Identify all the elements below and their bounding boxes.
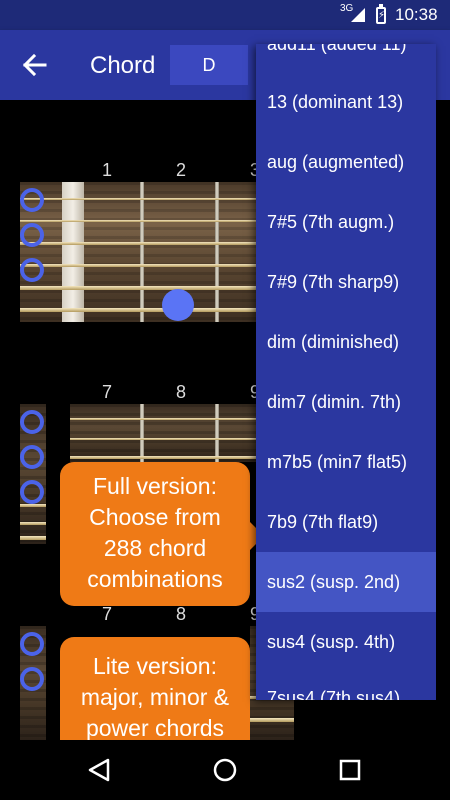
guitar-string: [20, 308, 260, 312]
open-string-marker: [20, 410, 44, 434]
open-string-marker: [20, 480, 44, 504]
callout-line: Choose from: [89, 504, 221, 530]
chord-type-option[interactable]: dim (diminished): [267, 332, 400, 352]
lite-version-callout: Lite version: major, minor & power chord…: [60, 637, 250, 757]
chord-type-option[interactable]: 7#9 (7th sharp9): [267, 272, 400, 292]
system-nav-bar: [0, 740, 450, 800]
guitar-string: [70, 438, 260, 440]
fret-number: 8: [176, 382, 187, 402]
fret-number: 9: [250, 382, 261, 402]
chord-type-option[interactable]: add11 (added 11): [267, 44, 407, 54]
chord-type-option[interactable]: sus4 (susp. 4th): [267, 632, 396, 652]
fretboard-nut: [62, 182, 84, 322]
callout-line: Lite version:: [92, 653, 217, 679]
nav-home-button[interactable]: [210, 755, 240, 785]
arrow-back-icon: [22, 53, 47, 77]
guitar-string: [20, 286, 260, 290]
open-string-marker: [20, 188, 44, 212]
chord-type-option[interactable]: 7b9 (7th flat9): [267, 512, 379, 532]
fret-wire: [215, 182, 219, 322]
guitar-string: [20, 220, 260, 222]
chord-type-option-selected[interactable]: sus2 (susp. 2nd): [256, 552, 436, 612]
open-string-marker: [20, 258, 44, 282]
page-title: Chord: [90, 52, 156, 79]
fret-number: 7: [102, 604, 113, 624]
callout-line: Full version:: [93, 473, 217, 499]
chord-type-option[interactable]: m7b5 (min7 flat5): [267, 452, 408, 472]
guitar-string: [20, 522, 46, 525]
nav-back-icon: [88, 758, 110, 782]
callout-line: power chords: [85, 715, 225, 741]
chord-type-option[interactable]: aug (augmented): [267, 152, 405, 172]
fret-number: 7: [102, 382, 113, 402]
guitar-string: [20, 536, 46, 540]
open-string-marker: [20, 632, 44, 656]
clock: 10:38: [395, 5, 438, 24]
signal-icon: [351, 8, 365, 22]
chord-type-dropdown[interactable]: add11 (added 11) 13 (dominant 13) aug (a…: [256, 44, 436, 700]
fretboard-2[interactable]: [70, 404, 260, 462]
guitar-string: [70, 456, 260, 459]
fret-wire: [140, 404, 144, 462]
network-type-label: 3G: [340, 3, 354, 14]
fret-wire: [140, 182, 144, 322]
guitar-string: [70, 418, 260, 420]
finger-position-marker: [162, 289, 194, 321]
fretboard-1[interactable]: [20, 182, 260, 322]
guitar-string: [20, 198, 260, 200]
open-string-marker: [20, 667, 44, 691]
fret-number: 9: [250, 604, 261, 624]
nav-recents-button[interactable]: [335, 755, 365, 785]
status-bar: 3G ⚡ 10:38: [0, 0, 450, 30]
fret-number: 3: [250, 160, 261, 180]
nav-back-button[interactable]: [84, 755, 114, 785]
chord-type-option[interactable]: 7#5 (7th augm.): [267, 212, 395, 232]
callout-line: combinations: [87, 566, 223, 592]
root-note-selector[interactable]: D: [170, 45, 248, 85]
battery-charging-icon: ⚡: [376, 4, 386, 24]
open-string-marker: [20, 445, 44, 469]
fret-wire: [215, 404, 219, 462]
guitar-string: [20, 504, 46, 507]
fret-number: 1: [102, 160, 113, 180]
nav-recents-icon: [339, 759, 361, 781]
full-version-callout: Full version: Choose from 288 chord comb…: [60, 462, 264, 606]
back-button[interactable]: [12, 42, 58, 88]
fret-number: 2: [176, 160, 187, 180]
open-string-marker: [20, 223, 44, 247]
fret-number: 8: [176, 604, 187, 624]
guitar-string: [20, 264, 260, 267]
nav-home-icon: [213, 758, 237, 782]
callout-line: 288 chord: [103, 535, 207, 561]
chord-type-option[interactable]: dim7 (dimin. 7th): [267, 392, 402, 412]
callout-line: major, minor &: [80, 684, 230, 710]
chord-type-option[interactable]: 13 (dominant 13): [267, 92, 404, 112]
chord-type-option[interactable]: 7sus4 (7th sus4): [267, 688, 401, 700]
guitar-string: [250, 718, 294, 722]
guitar-string: [20, 242, 260, 245]
